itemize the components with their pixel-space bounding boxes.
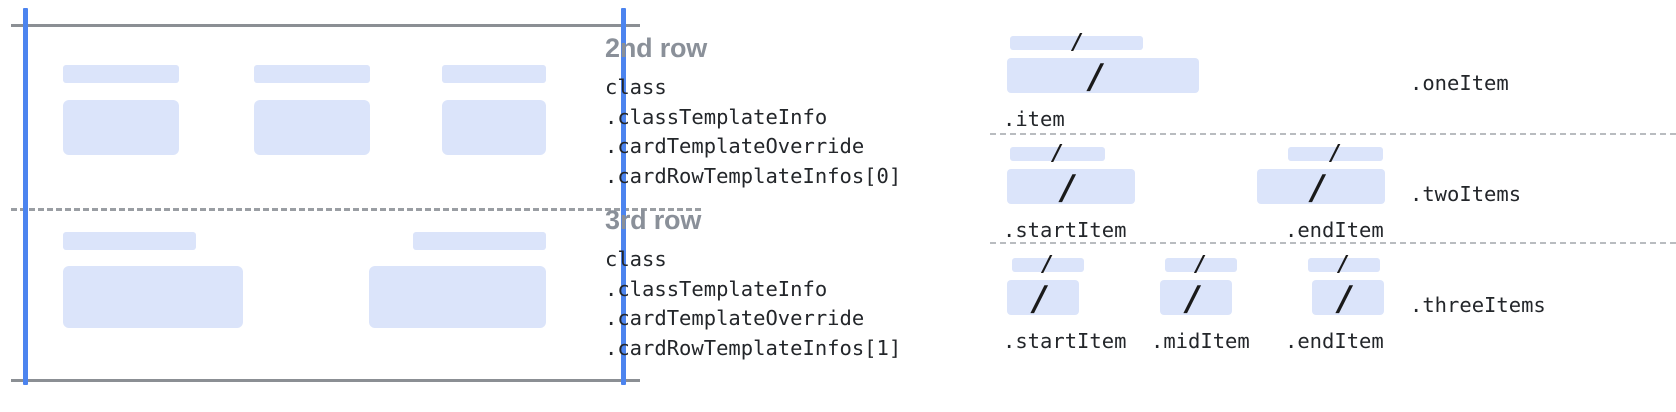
slash-icon: / [1327, 141, 1342, 166]
slash-icon: / [1335, 252, 1350, 277]
two-items-start-caption: .startItem [1003, 218, 1127, 242]
slash-icon: / [1306, 168, 1329, 208]
slash-icon: / [1028, 279, 1051, 319]
slash-icon: / [1181, 279, 1204, 319]
variant-one-item: / / .item .oneItem [985, 0, 1676, 133]
one-item-variant-name: .oneItem [1410, 71, 1509, 95]
row-2-col-3-label-placeholder [442, 65, 546, 83]
row-3-title: 3rd row [605, 205, 702, 235]
row-2-title: 2nd row [605, 33, 708, 63]
variant-divider-2 [990, 242, 1676, 244]
three-items-end-caption: .endItem [1285, 329, 1384, 353]
three-items-end-body-placeholder: / [1312, 279, 1384, 319]
two-items-end-label-placeholder: / [1288, 141, 1383, 166]
three-items-variant-name: .threeItems [1410, 293, 1546, 317]
variant-three-items: / / .startItem / / .midItem / / .endItem… [985, 242, 1676, 382]
row-2-col-2-body-placeholder [254, 100, 370, 155]
row-2-content [0, 0, 621, 208]
slash-icon: / [1069, 30, 1084, 55]
row-3-content [0, 208, 621, 379]
three-items-start-label-placeholder: / [1012, 252, 1084, 277]
row-divider-dashed [11, 208, 701, 211]
row-3-col-1-body-placeholder [63, 266, 243, 328]
row-2-class-path: class .classTemplateInfo .cardTemplateOv… [605, 75, 902, 188]
row-3-col-1-label-placeholder [63, 232, 196, 250]
slash-icon: / [1333, 279, 1356, 319]
row-3-col-2-label-placeholder [413, 232, 546, 250]
row-3-col-2-body-placeholder [369, 266, 546, 328]
slash-icon: / [1192, 252, 1207, 277]
row-2-col-1-body-placeholder [63, 100, 179, 155]
one-item-caption: .item [1003, 107, 1065, 131]
row-2-col-2-label-placeholder [254, 65, 370, 83]
row-2-col-1-label-placeholder [63, 65, 179, 83]
three-items-start-caption: .startItem [1003, 329, 1127, 353]
left-panel [0, 0, 701, 412]
row-3-class-path: class .classTemplateInfo .cardTemplateOv… [605, 247, 902, 360]
three-items-start-body-placeholder: / [1007, 279, 1079, 319]
variant-two-items: / / .startItem / / .endItem .twoItems [985, 133, 1676, 242]
two-items-end-caption: .endItem [1285, 218, 1384, 242]
three-items-mid-caption: .midItem [1151, 329, 1250, 353]
row-boundary-bottom [11, 379, 640, 382]
right-panel: / / .item .oneItem / / .startItem / / .e… [985, 0, 1676, 412]
row-boundary-top [11, 24, 640, 27]
one-item-body-placeholder: / [1007, 57, 1199, 97]
three-items-mid-label-placeholder: / [1165, 252, 1237, 277]
two-items-start-body-placeholder: / [1007, 168, 1135, 208]
three-items-end-label-placeholder: / [1308, 252, 1380, 277]
one-item-label-placeholder: / [1010, 30, 1143, 55]
trailing-margin-guide [621, 8, 626, 385]
variant-divider-1 [990, 133, 1676, 135]
row-descriptions: 2nd row class .classTemplateInfo .cardTe… [605, 33, 902, 360]
two-items-end-body-placeholder: / [1257, 168, 1385, 208]
slash-icon: / [1056, 168, 1079, 208]
leading-margin-guide [23, 8, 28, 385]
two-items-start-label-placeholder: / [1010, 141, 1105, 166]
slash-icon: / [1039, 252, 1054, 277]
three-items-mid-body-placeholder: / [1160, 279, 1232, 319]
row-2-col-3-body-placeholder [442, 100, 546, 155]
slash-icon: / [1084, 57, 1107, 97]
slash-icon: / [1049, 141, 1064, 166]
two-items-variant-name: .twoItems [1410, 182, 1522, 206]
